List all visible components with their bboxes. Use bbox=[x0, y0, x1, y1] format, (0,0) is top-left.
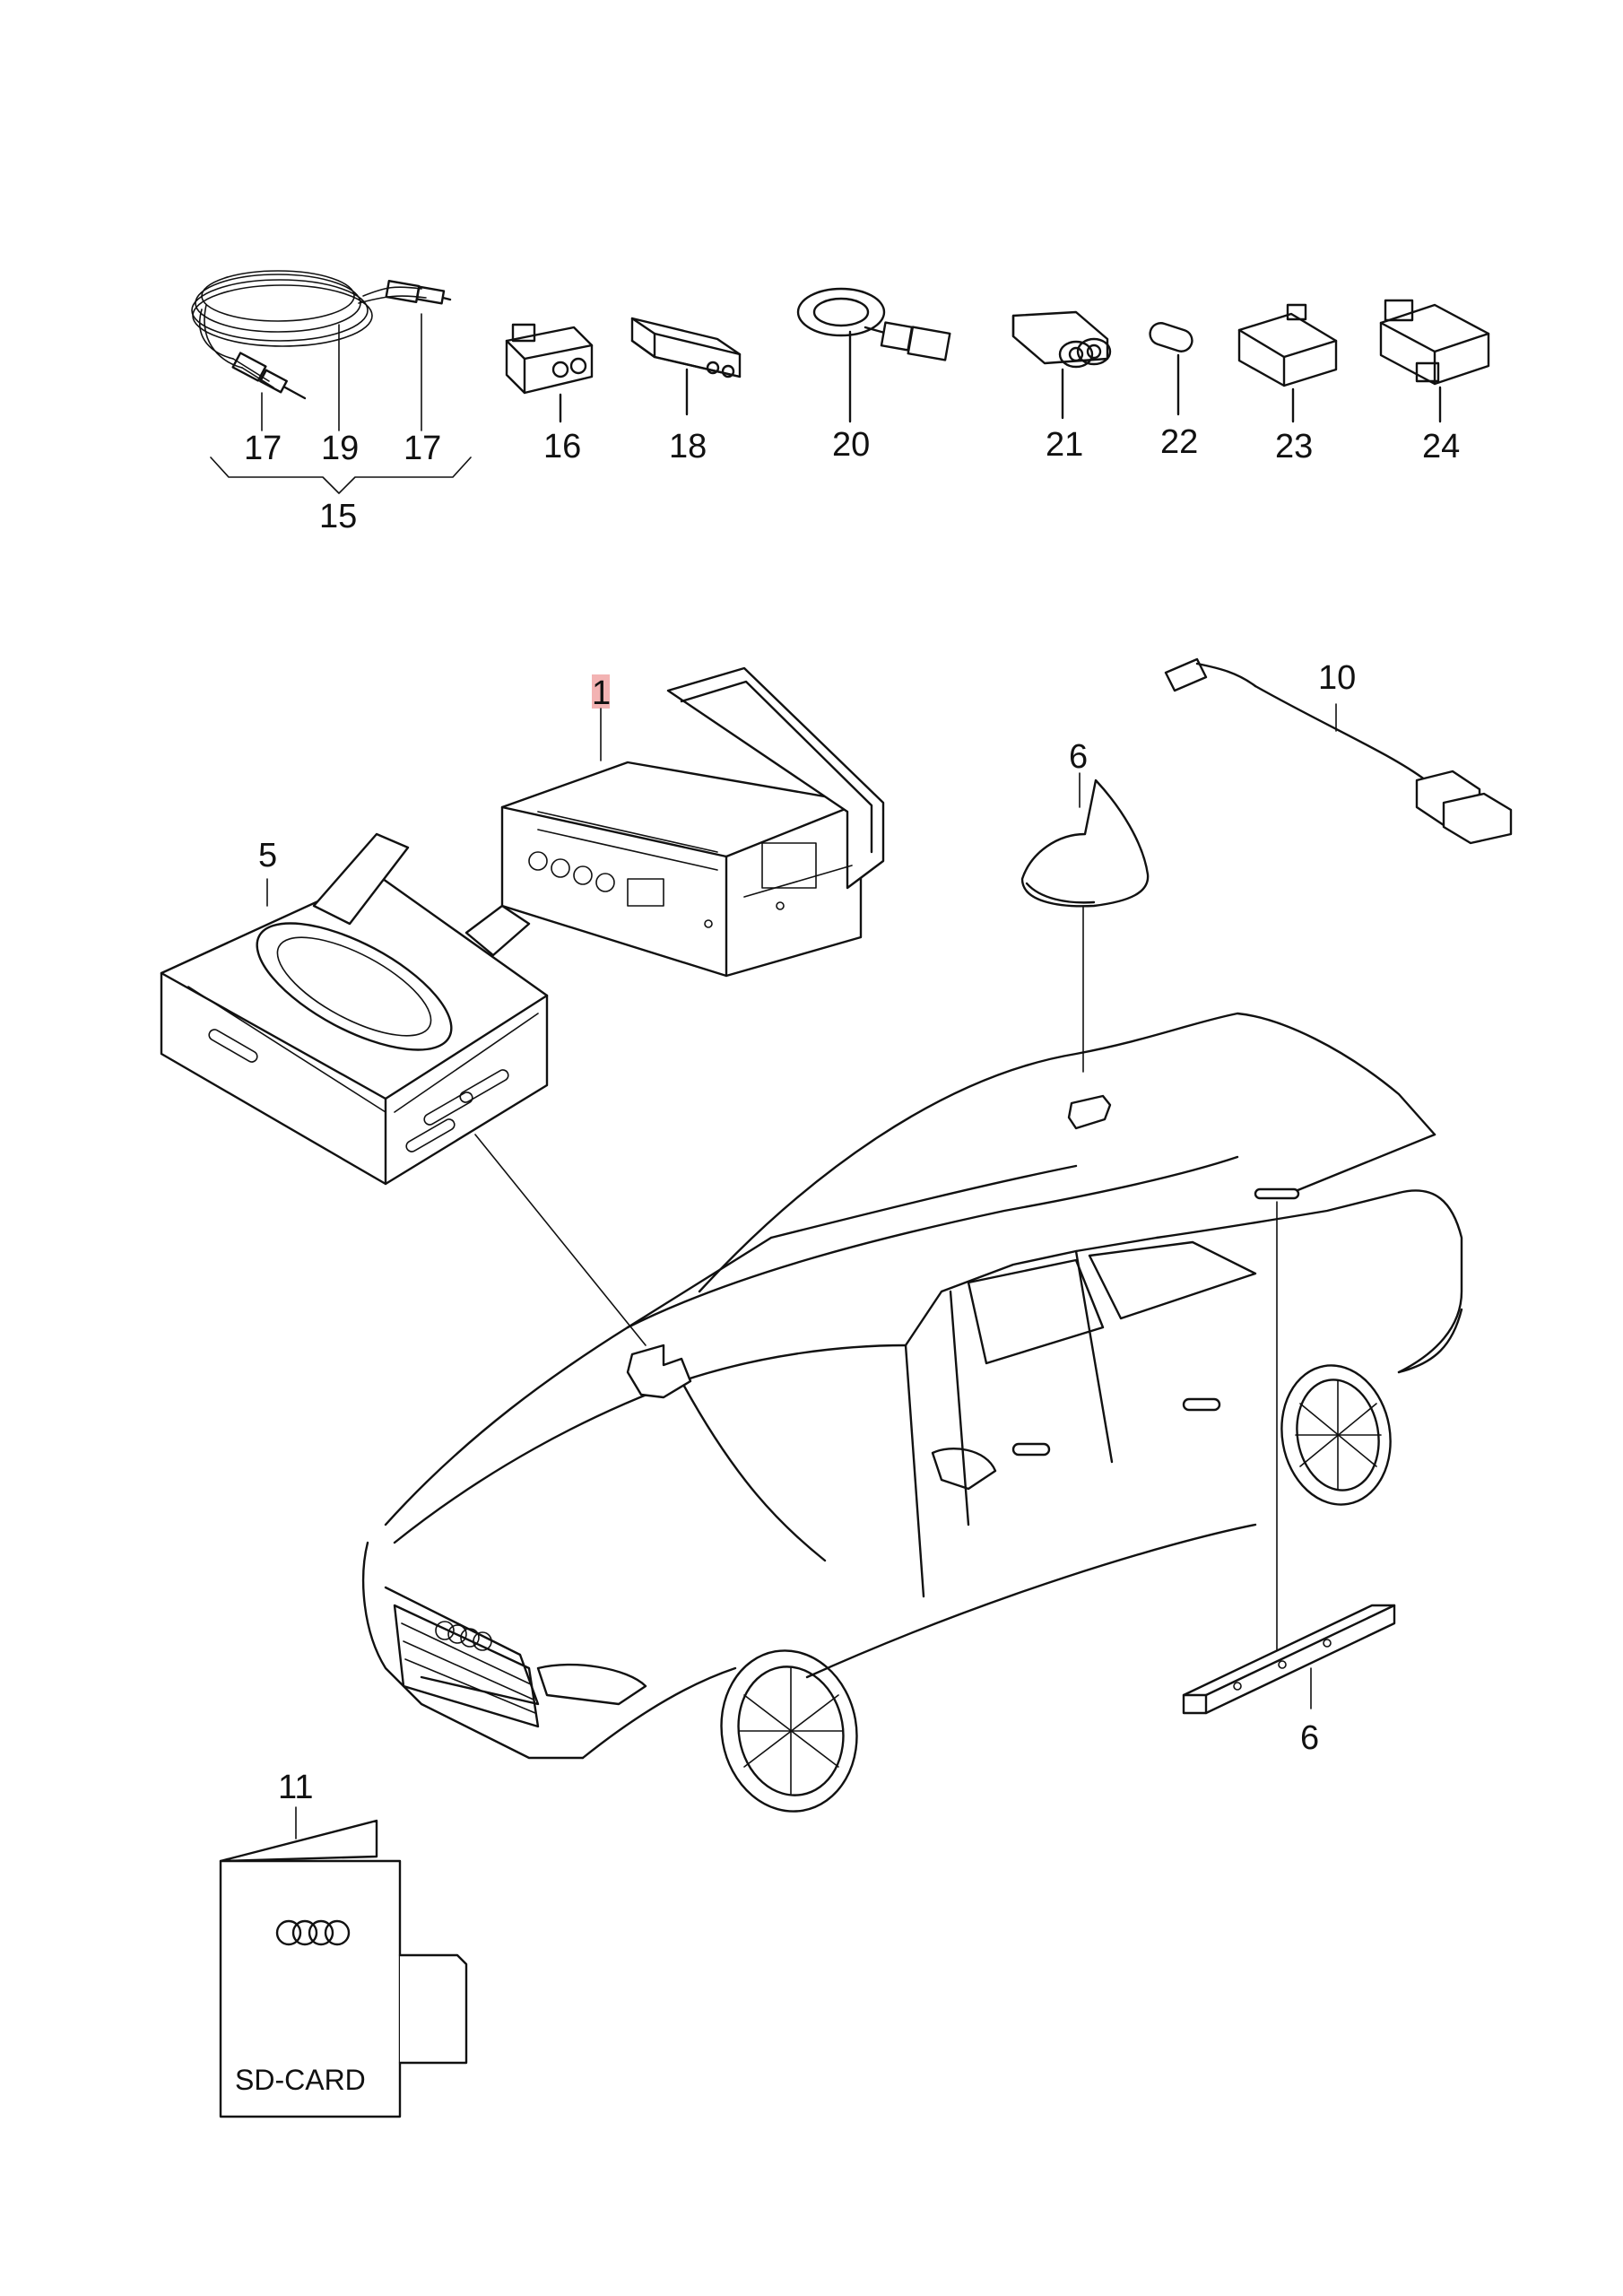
cable-10-part bbox=[1164, 657, 1513, 845]
label-22: 22 bbox=[1160, 423, 1198, 461]
sd-card-booklet-part: SD-CARD bbox=[219, 1806, 468, 2118]
label-1-highlight bbox=[592, 674, 610, 709]
label-15: 15 bbox=[319, 498, 357, 535]
connector-16-part bbox=[505, 323, 594, 423]
car-illustration bbox=[361, 1012, 1463, 1813]
pill-22-part bbox=[1149, 322, 1193, 416]
sd-card-label: SD-CARD bbox=[235, 2064, 366, 2096]
label-19: 19 bbox=[321, 430, 359, 467]
label-16: 16 bbox=[543, 428, 581, 465]
shark-fin-antenna-part bbox=[1020, 772, 1150, 1130]
label-1: 1 bbox=[592, 674, 611, 712]
label-6-top: 6 bbox=[1069, 738, 1088, 776]
label-18: 18 bbox=[669, 428, 707, 465]
label-6-bottom: 6 bbox=[1300, 1719, 1319, 1757]
housing-23-part bbox=[1237, 303, 1338, 423]
label-17-right: 17 bbox=[404, 430, 441, 467]
label-11: 11 bbox=[278, 1769, 313, 1806]
label-20: 20 bbox=[832, 426, 870, 464]
connector-24-part bbox=[1379, 299, 1490, 423]
double-cylinder-21-part bbox=[1011, 310, 1112, 420]
label-5: 5 bbox=[258, 837, 277, 874]
audi-rings-icon bbox=[275, 1919, 351, 1946]
label-17-left: 17 bbox=[244, 430, 282, 467]
radio-unit-part bbox=[500, 666, 885, 978]
ring-connector-20-part bbox=[796, 287, 951, 423]
antenna-amplifier-part bbox=[1182, 1201, 1396, 1715]
label-10: 10 bbox=[1318, 659, 1356, 697]
coiled-cable-part bbox=[191, 270, 472, 494]
label-21: 21 bbox=[1046, 426, 1083, 464]
label-24: 24 bbox=[1422, 428, 1460, 465]
connector-18-part bbox=[630, 317, 742, 416]
label-23: 23 bbox=[1275, 428, 1313, 465]
mounting-frame-part bbox=[160, 832, 647, 1346]
